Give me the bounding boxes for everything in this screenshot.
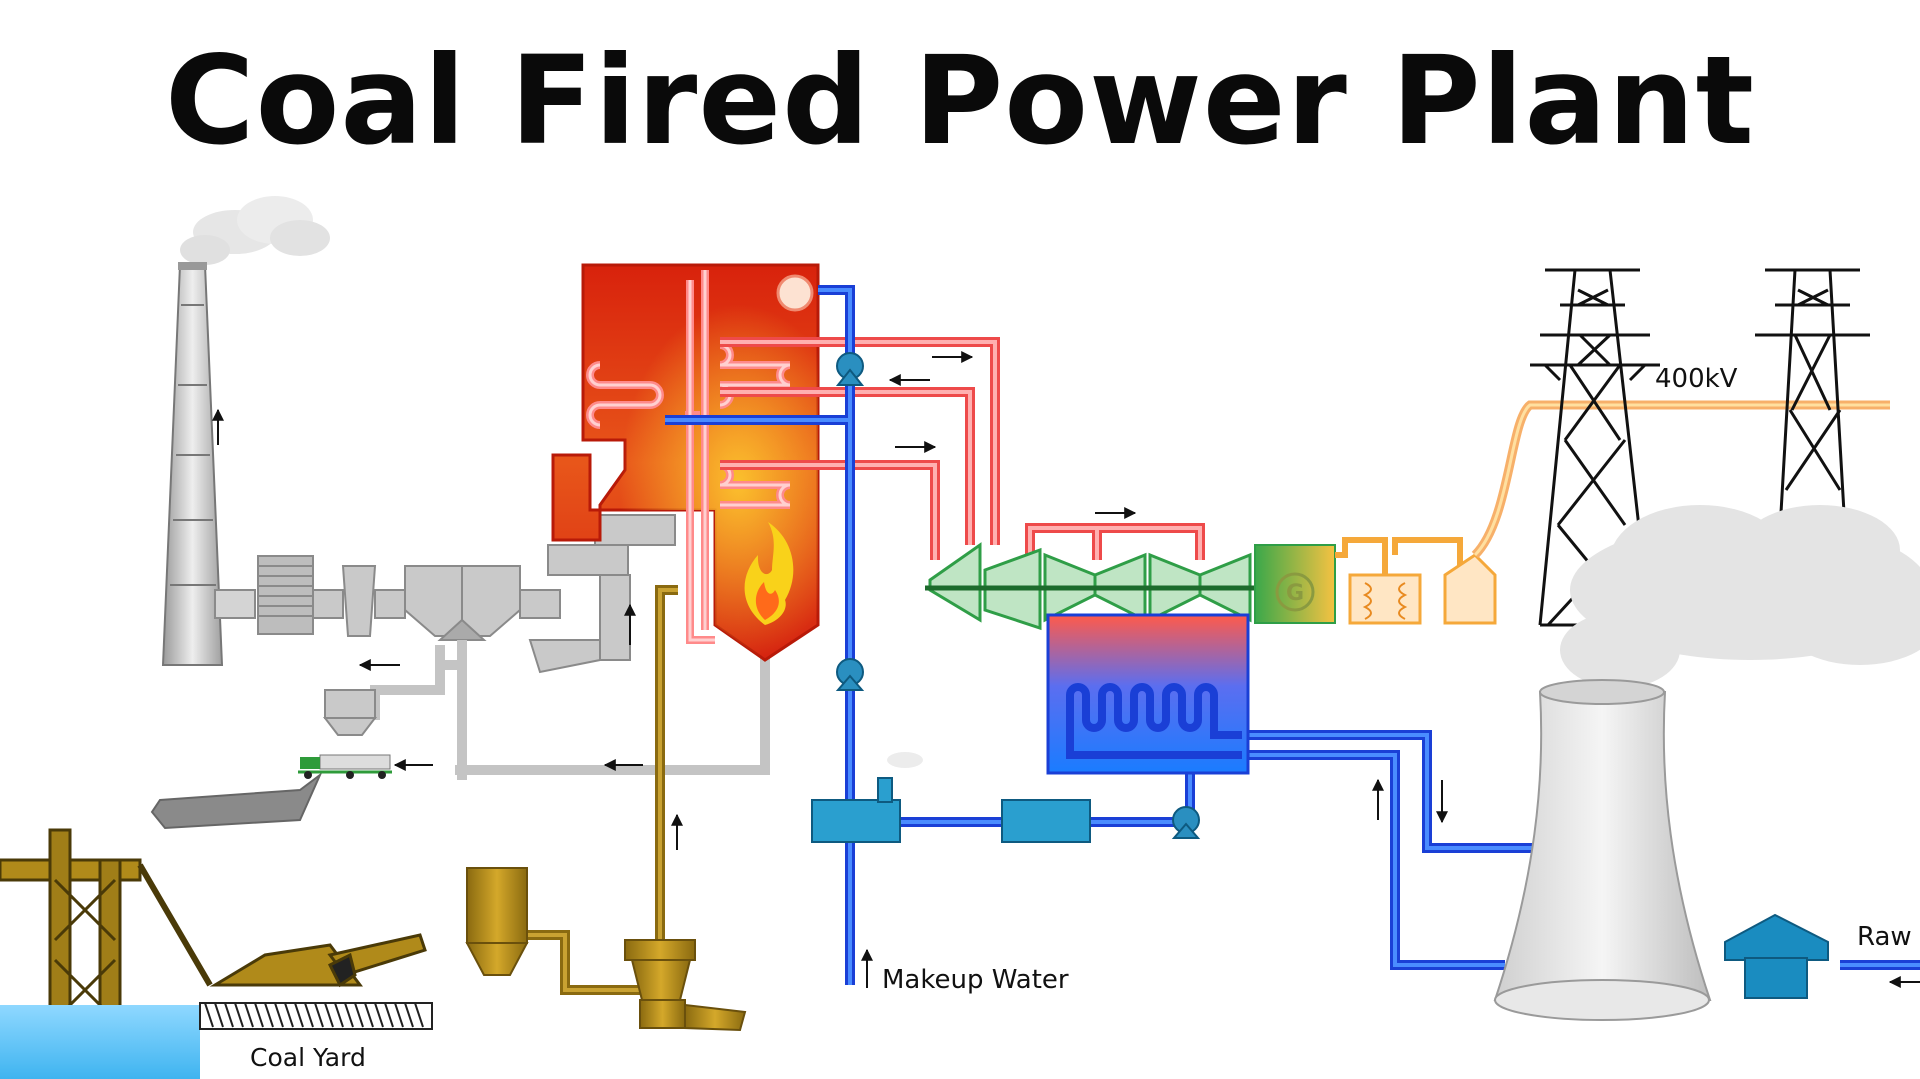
page-title: Coal Fired Power Plant bbox=[165, 30, 1755, 172]
heater-icon bbox=[811, 752, 1091, 843]
coal-pulverizer-icon bbox=[624, 939, 747, 1032]
transformer-icon bbox=[1335, 537, 1497, 625]
coal-yard-label: Coal Yard bbox=[250, 1043, 366, 1072]
smoke-cloud-icon bbox=[180, 196, 330, 265]
pump-icon bbox=[835, 352, 1201, 839]
coal-feed-line bbox=[520, 585, 683, 995]
voltage-label: 400kV bbox=[1655, 364, 1738, 394]
raw-water-pump-icon bbox=[1724, 913, 1829, 999]
coal-yard-ground bbox=[199, 1002, 433, 1030]
makeup-water-label: Makeup Water bbox=[882, 965, 1069, 995]
flame-icon bbox=[744, 522, 794, 625]
steam-pipes bbox=[720, 337, 1205, 560]
raw-water-label: Raw bbox=[1857, 922, 1912, 952]
chimney-icon bbox=[161, 262, 224, 666]
condenser-icon bbox=[1046, 613, 1250, 775]
cloud-icon bbox=[1560, 505, 1920, 688]
generator-icon: G bbox=[1254, 544, 1336, 624]
generator-letter: G bbox=[1286, 581, 1304, 606]
coal-silo-icon bbox=[465, 867, 529, 976]
truck-icon bbox=[298, 754, 392, 779]
cooling-tower-icon bbox=[1493, 679, 1712, 1021]
turbine-icon bbox=[925, 542, 1260, 631]
river-water bbox=[0, 1005, 200, 1079]
flue-gas-system bbox=[150, 514, 770, 830]
boiler-icon bbox=[551, 263, 820, 662]
transmission-tower-icon-2 bbox=[1755, 268, 1870, 531]
